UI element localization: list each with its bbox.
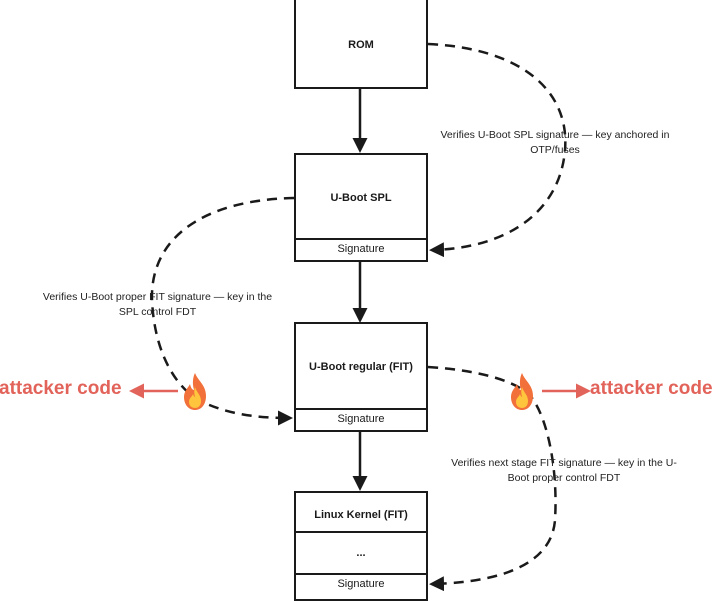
linux-kernel-box: Linux Kernel (FIT) ... Signature [294, 491, 428, 601]
verify-arc-spl-regular [150, 196, 295, 426]
note-rom-verifies-spl: Verifies U-Boot SPL signature — key anch… [440, 129, 670, 156]
verify-arc-rom-spl [427, 42, 567, 258]
kernel-divider [296, 573, 426, 575]
uboot-spl-label: U-Boot SPL [330, 192, 392, 204]
uboot-spl-signature: Signature [296, 238, 426, 260]
uboot-spl-box: U-Boot SPL Signature [294, 153, 428, 262]
attacker-code-left-label: attacker code [0, 378, 122, 399]
kernel-divider [296, 531, 426, 533]
linux-kernel-label: Linux Kernel (FIT) [314, 509, 408, 521]
attacker-code-right-label: attacker code [590, 378, 713, 399]
uboot-regular-signature: Signature [296, 408, 426, 430]
fire-icon [511, 373, 533, 410]
kernel-content: ... [356, 547, 366, 559]
note-regular-verifies-kernel: Verifies next stage FIT signature — key … [451, 457, 677, 484]
rom-box: ROM [294, 0, 428, 89]
fire-icon [184, 373, 206, 410]
kernel-signature: Signature [337, 578, 385, 590]
verify-arc-regular-kernel [427, 365, 557, 592]
uboot-regular-label: U-Boot regular (FIT) [309, 361, 413, 373]
uboot-regular-box: U-Boot regular (FIT) Signature [294, 322, 428, 432]
rom-label: ROM [348, 39, 374, 51]
note-spl-verifies-regular: Verifies U-Boot proper FIT signature — k… [42, 291, 273, 318]
